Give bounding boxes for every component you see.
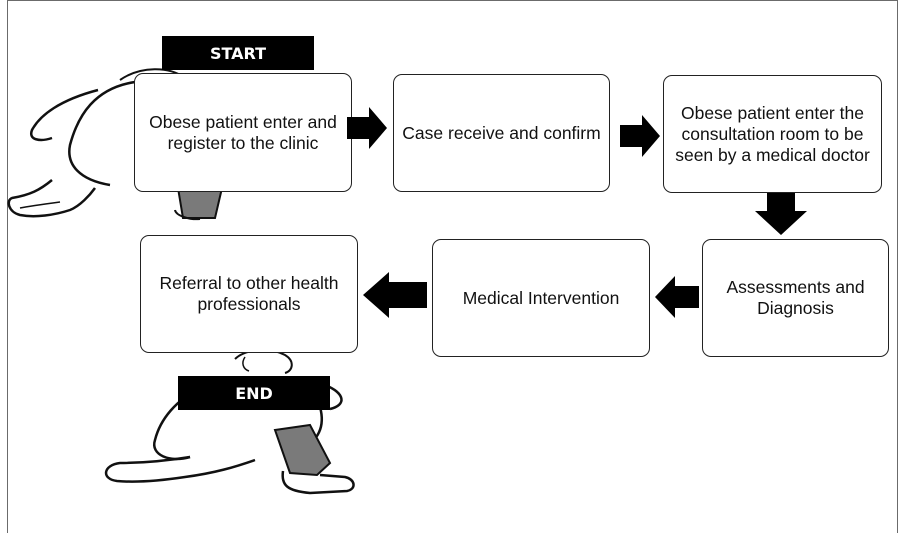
step-label: Medical Intervention — [462, 287, 620, 308]
step-label: Obese patient enter and register to the … — [149, 111, 337, 153]
arrow-right-icon — [347, 107, 387, 149]
walking-person-icon — [104, 349, 355, 495]
arrow-left-icon — [655, 276, 699, 318]
start-label: START — [162, 36, 314, 70]
step-referral-box: Referral to other health professionals — [140, 235, 358, 353]
step-register-box: Obese patient enter and register to the … — [134, 73, 352, 192]
arrow-right-icon — [620, 115, 660, 157]
end-label: END — [178, 376, 330, 410]
step-intervention-box: Medical Intervention — [432, 239, 650, 357]
walking-person-icon — [7, 68, 224, 221]
diagram-frame — [7, 0, 898, 533]
arrow-down-icon — [755, 193, 807, 235]
step-label: Obese patient enter the consultation roo… — [675, 102, 870, 165]
step-label: Case receive and confirm — [402, 122, 601, 143]
step-label: Assessments and Diagnosis — [726, 277, 865, 318]
arrow-left-icon — [363, 272, 427, 318]
step-assessment-box: Assessments and Diagnosis — [702, 239, 889, 357]
step-consultation-box: Obese patient enter the consultation roo… — [663, 75, 882, 193]
step-confirm-box: Case receive and confirm — [393, 74, 610, 192]
step-label: Referral to other health professionals — [159, 273, 339, 314]
